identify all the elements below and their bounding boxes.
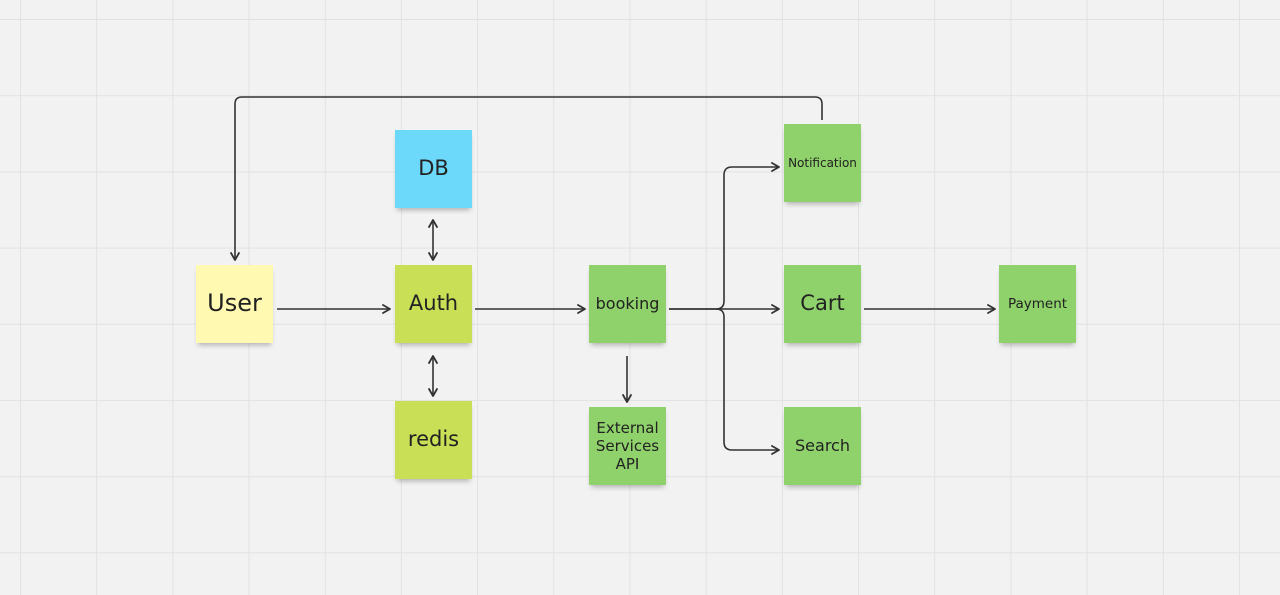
sticky-note-external-services-api[interactable]: External Services API <box>589 407 666 485</box>
connector-notification-user[interactable] <box>230 96 823 261</box>
sticky-note-redis[interactable]: redis <box>395 401 472 479</box>
connector-booking-search[interactable] <box>715 308 780 455</box>
sticky-note-search[interactable]: Search <box>784 407 861 485</box>
sticky-note-notification[interactable]: Notification <box>784 124 861 202</box>
sticky-note-user[interactable]: User <box>196 265 273 343</box>
connector-booking-notification[interactable] <box>669 162 780 310</box>
sticky-note-auth[interactable]: Auth <box>395 265 472 343</box>
sticky-note-payment[interactable]: Payment <box>999 265 1076 343</box>
sticky-note-db[interactable]: DB <box>395 130 472 208</box>
sticky-note-cart[interactable]: Cart <box>784 265 861 343</box>
sticky-note-booking[interactable]: booking <box>589 265 666 343</box>
